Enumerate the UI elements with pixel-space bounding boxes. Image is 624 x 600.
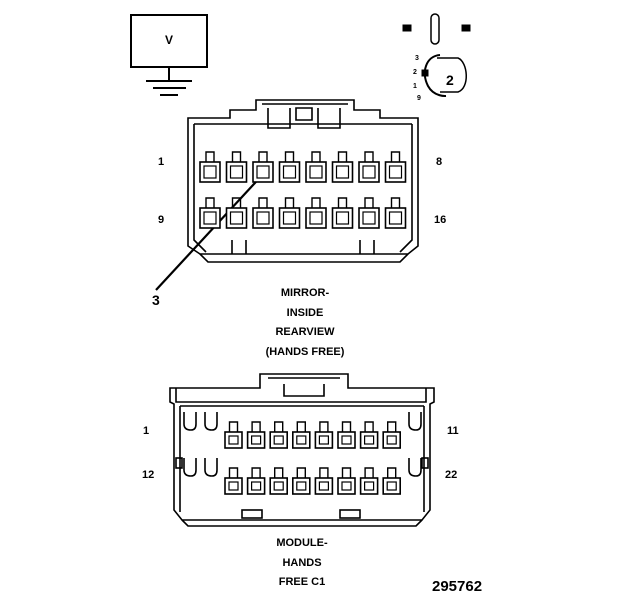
callout-2: 2 — [446, 72, 454, 88]
mirror-cavity — [225, 151, 248, 183]
module-small-cavity — [408, 412, 422, 431]
mirror-cavity — [305, 151, 327, 183]
mirror-caption-line-2: INSIDE — [286, 306, 324, 319]
mirror-cavity — [199, 151, 221, 183]
module-cavity — [269, 421, 289, 449]
meter-pin-9: 9 — [417, 95, 421, 102]
module-cavity — [224, 421, 243, 449]
mirror-cavity — [199, 197, 221, 229]
connector-module-outline — [169, 373, 435, 527]
voltmeter-label: V — [164, 33, 173, 47]
module-cavity — [291, 467, 311, 495]
module-caption: MODULE- HANDS FREE C1 — [232, 534, 372, 593]
mirror-cavity — [252, 151, 274, 183]
module-cavity — [382, 421, 402, 449]
mirror-caption-line-3: REARVIEW — [275, 326, 335, 338]
mirror-pin-16: 16 — [434, 214, 447, 226]
mirror-cavity — [384, 151, 407, 183]
module-cavity — [382, 467, 402, 495]
module-caption-line-3: FREE C1 — [278, 576, 326, 588]
mirror-cavity — [252, 197, 274, 229]
module-caption-line-1: MODULE- — [276, 537, 328, 549]
connector-mirror-outline — [187, 99, 419, 263]
mirror-cavity — [225, 197, 248, 229]
module-cavity — [314, 467, 334, 495]
module-small-cavity — [183, 458, 197, 477]
mirror-pin-1: 1 — [158, 156, 165, 168]
module-small-cavity — [183, 412, 197, 431]
mirror-cavity — [358, 197, 380, 229]
module-cavity — [291, 421, 311, 449]
module-pin-12: 12 — [142, 469, 155, 481]
callout-leader-3 — [155, 170, 267, 291]
module-cavity — [337, 421, 356, 449]
figure-number: 295762 — [432, 578, 483, 595]
module-caption-line-2: HANDS — [282, 556, 322, 569]
mirror-caption: MIRROR- INSIDE REARVIEW (HANDS FREE) — [235, 284, 375, 362]
module-cavity — [246, 467, 266, 495]
module-cavity — [337, 467, 356, 495]
module-pin-11: 11 — [447, 425, 459, 437]
callout-3: 3 — [152, 292, 160, 308]
mirror-cavity — [384, 197, 407, 229]
mirror-caption-line-1: MIRROR- — [280, 287, 330, 299]
module-cavity — [359, 421, 379, 449]
mirror-caption-line-4: (HANDS FREE) — [265, 345, 345, 358]
module-small-cavity — [408, 458, 422, 477]
meter-pin-3: 3 — [415, 55, 419, 62]
module-cavity — [246, 421, 266, 449]
module-pin-1: 1 — [143, 425, 150, 437]
module-small-cavity — [204, 412, 218, 431]
voltmeter-symbol — [130, 14, 208, 96]
module-cavity — [269, 467, 289, 495]
test-light-icon — [402, 13, 471, 98]
module-small-cavity — [204, 458, 218, 477]
mirror-cavity — [278, 197, 301, 229]
mirror-cavity — [278, 151, 301, 183]
module-cavity — [359, 467, 379, 495]
connector-mirror-cavities — [199, 151, 407, 229]
module-cavity — [314, 421, 334, 449]
mirror-pin-8: 8 — [436, 156, 443, 168]
mirror-pin-9: 9 — [158, 214, 165, 226]
mirror-cavity — [331, 197, 354, 229]
connector-module-cavities — [183, 412, 422, 495]
meter-pin-2: 2 — [413, 69, 417, 76]
mirror-cavity — [305, 197, 327, 229]
meter-pin-1: 1 — [413, 83, 417, 90]
mirror-cavity — [358, 151, 380, 183]
module-cavity — [224, 467, 243, 495]
module-pin-22: 22 — [445, 469, 458, 481]
mirror-cavity — [331, 151, 354, 183]
